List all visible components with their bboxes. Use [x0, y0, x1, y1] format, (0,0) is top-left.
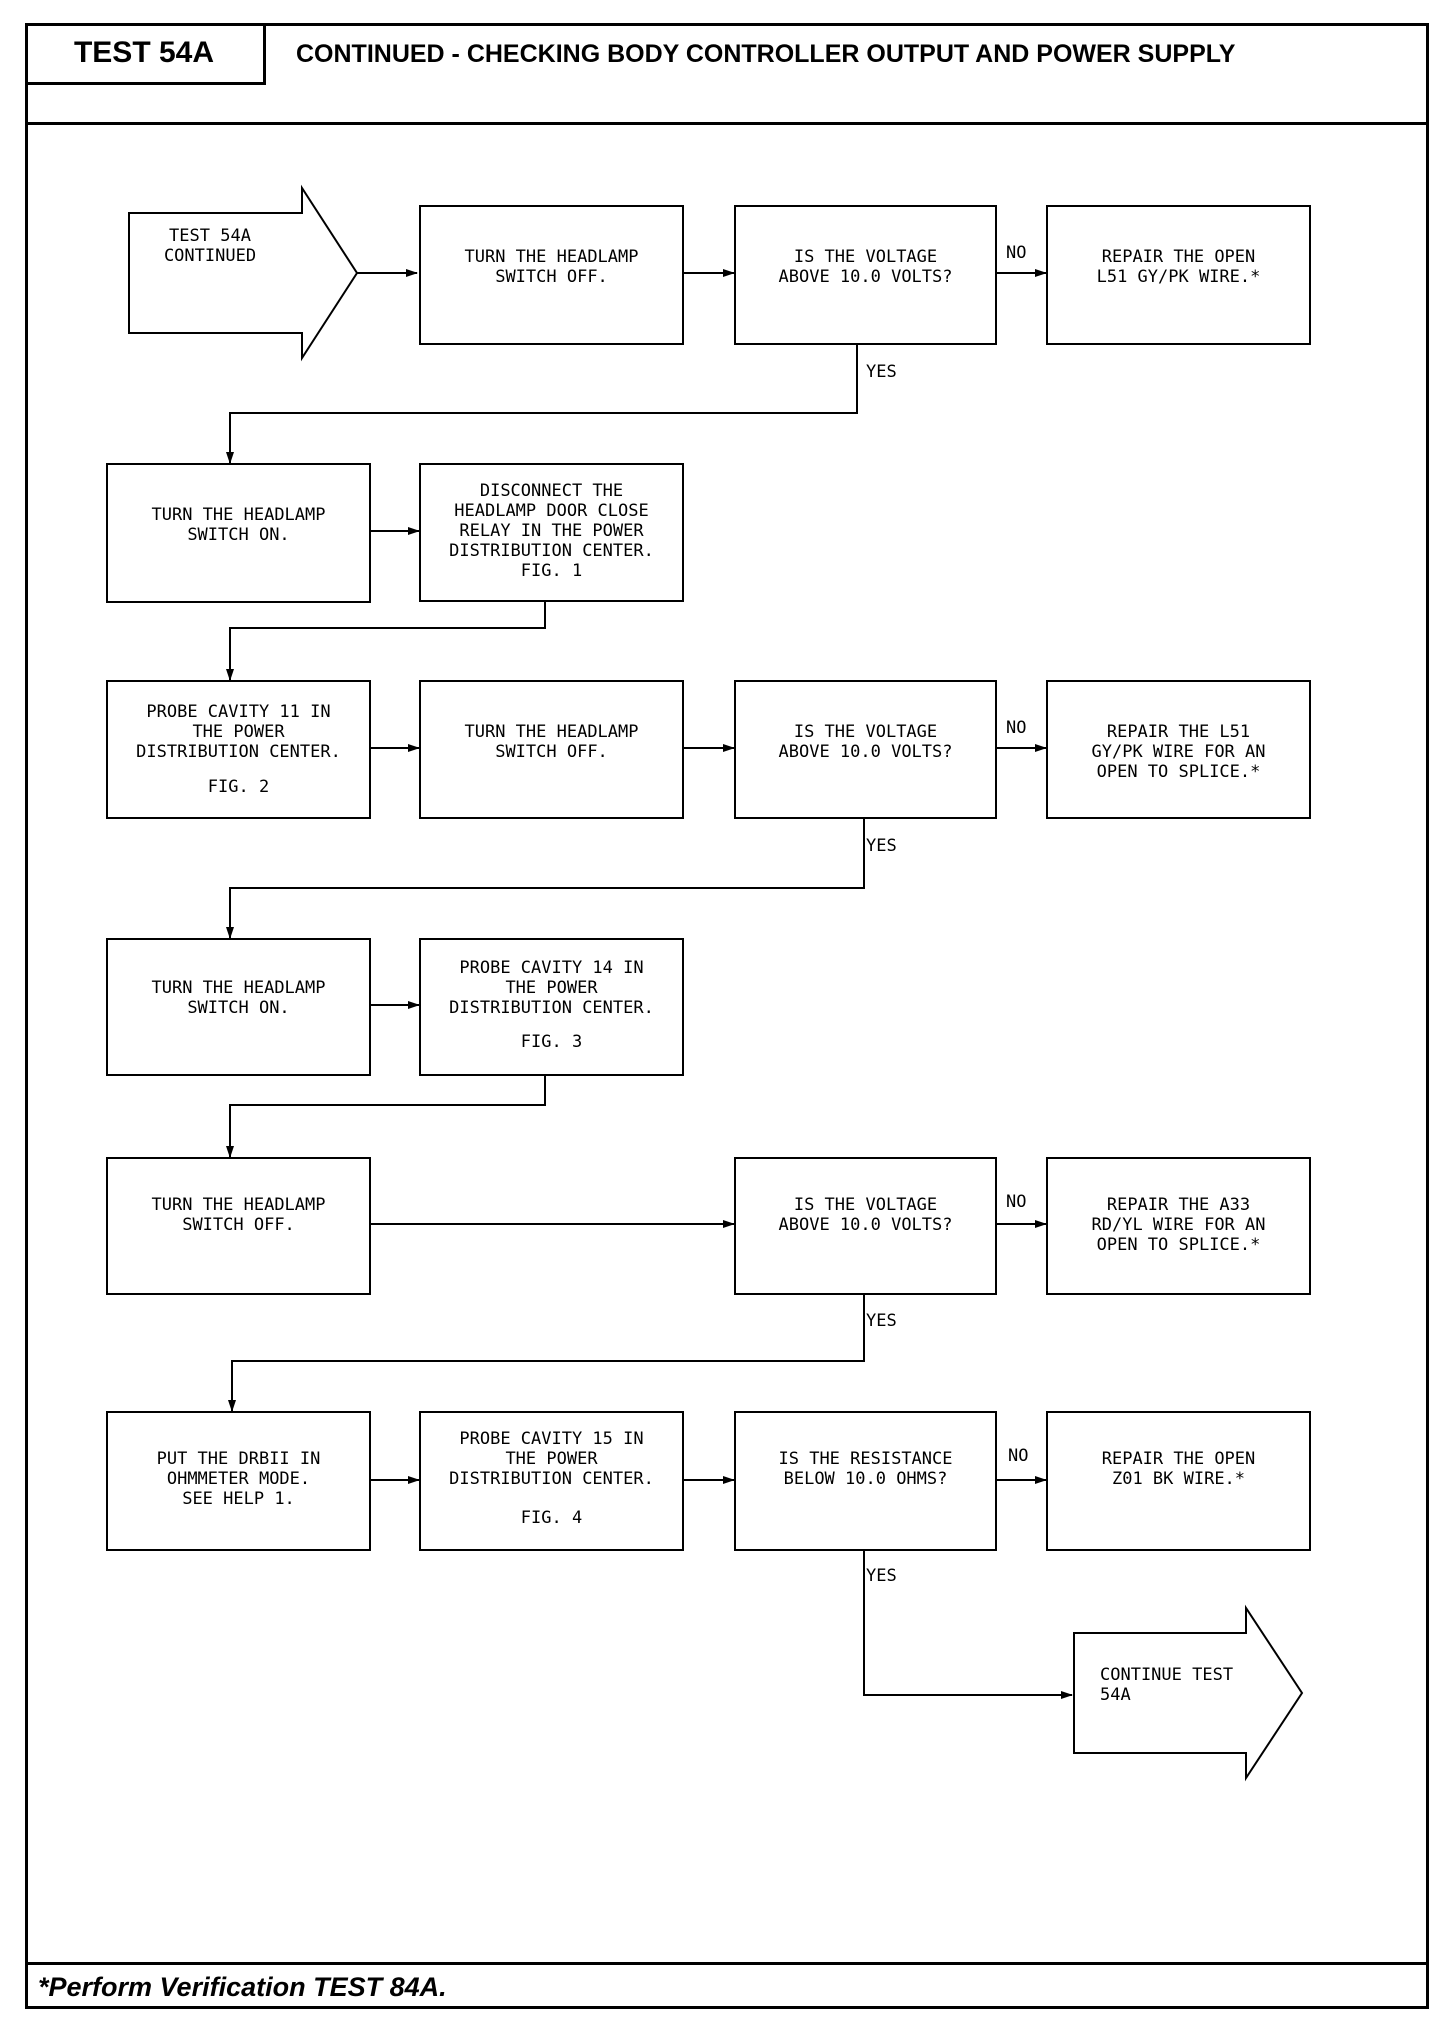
start-arrow-shape	[128, 184, 359, 362]
header-divider	[25, 122, 1429, 125]
step-text: TURN THE HEADLAMP SWITCH ON.	[151, 505, 326, 545]
decision-voltage-above-10: IS THE VOLTAGE ABOVE 10.0 VOLTS?	[734, 205, 997, 345]
repair-a33-wire-splice: REPAIR THE A33 RD/YL WIRE FOR AN OPEN TO…	[1046, 1157, 1311, 1295]
step-text: TURN THE HEADLAMP SWITCH OFF.	[464, 722, 639, 762]
step-turn-headlamp-off: TURN THE HEADLAMP SWITCH OFF.	[419, 680, 684, 819]
yes-label: YES	[866, 836, 897, 856]
step-drbii-ohmmeter-mode: PUT THE DRBII IN OHMMETER MODE. SEE HELP…	[106, 1411, 371, 1551]
step-turn-headlamp-off: TURN THE HEADLAMP SWITCH OFF.	[106, 1157, 371, 1295]
repair-text: REPAIR THE L51 GY/PK WIRE FOR AN OPEN TO…	[1091, 722, 1266, 782]
test-id-label: TEST 54A	[25, 23, 266, 85]
footer-note: *Perform Verification TEST 84A.	[38, 1972, 447, 2002]
page-frame	[25, 23, 1429, 2009]
no-label: NO	[1006, 718, 1027, 738]
step-text: PROBE CAVITY 15 IN THE POWER DISTRIBUTIO…	[449, 1429, 654, 1489]
no-label: NO	[1006, 1192, 1027, 1212]
footer-divider	[25, 1962, 1429, 1965]
decision-text: IS THE VOLTAGE ABOVE 10.0 VOLTS?	[778, 722, 953, 762]
connector	[228, 1295, 865, 1412]
end-arrow-shape	[1073, 1604, 1304, 1782]
connector	[226, 345, 858, 464]
decision-text: IS THE VOLTAGE ABOVE 10.0 VOLTS?	[778, 1195, 953, 1235]
repair-text: REPAIR THE OPEN Z01 BK WIRE.*	[1101, 1449, 1256, 1489]
end-arrow-text: CONTINUE TEST 54A	[1100, 1665, 1234, 1705]
step-text: PROBE CAVITY 11 IN THE POWER DISTRIBUTIO…	[136, 702, 341, 762]
repair-open-l51-wire: REPAIR THE OPEN L51 GY/PK WIRE.*	[1046, 205, 1311, 345]
decision-resistance-below-10: IS THE RESISTANCE BELOW 10.0 OHMS?	[734, 1411, 997, 1551]
repair-text: REPAIR THE A33 RD/YL WIRE FOR AN OPEN TO…	[1091, 1195, 1266, 1255]
connector	[226, 602, 546, 681]
decision-voltage-above-10: IS THE VOLTAGE ABOVE 10.0 VOLTS?	[734, 1157, 997, 1295]
no-label: NO	[1008, 1446, 1029, 1466]
step-text: PUT THE DRBII IN OHMMETER MODE. SEE HELP…	[156, 1449, 321, 1509]
connector	[226, 1076, 546, 1158]
connector	[863, 1551, 1073, 1699]
step-text: TURN THE HEADLAMP SWITCH OFF.	[464, 247, 639, 287]
step-fig-ref: FIG. 4	[520, 1508, 583, 1528]
step-fig-ref: FIG. 3	[520, 1032, 583, 1052]
yes-label: YES	[866, 362, 897, 382]
step-probe-cavity-11: PROBE CAVITY 11 IN THE POWER DISTRIBUTIO…	[106, 680, 371, 819]
decision-voltage-above-10: IS THE VOLTAGE ABOVE 10.0 VOLTS?	[734, 680, 997, 819]
step-probe-cavity-15: PROBE CAVITY 15 IN THE POWER DISTRIBUTIO…	[419, 1411, 684, 1551]
step-text: TURN THE HEADLAMP SWITCH OFF.	[151, 1195, 326, 1235]
step-turn-headlamp-on: TURN THE HEADLAMP SWITCH ON.	[106, 463, 371, 603]
connector	[226, 819, 865, 939]
step-text: PROBE CAVITY 14 IN THE POWER DISTRIBUTIO…	[449, 958, 654, 1018]
no-label: NO	[1006, 243, 1027, 263]
repair-open-z01-wire: REPAIR THE OPEN Z01 BK WIRE.*	[1046, 1411, 1311, 1551]
step-text: TURN THE HEADLAMP SWITCH ON.	[151, 978, 326, 1018]
yes-label: YES	[866, 1311, 897, 1331]
repair-l51-wire-splice: REPAIR THE L51 GY/PK WIRE FOR AN OPEN TO…	[1046, 680, 1311, 819]
yes-label: YES	[866, 1566, 897, 1586]
step-turn-headlamp-on: TURN THE HEADLAMP SWITCH ON.	[106, 938, 371, 1076]
step-text: DISCONNECT THE HEADLAMP DOOR CLOSE RELAY…	[449, 481, 654, 581]
step-disconnect-relay: DISCONNECT THE HEADLAMP DOOR CLOSE RELAY…	[419, 463, 684, 602]
step-turn-headlamp-off: TURN THE HEADLAMP SWITCH OFF.	[419, 205, 684, 345]
step-probe-cavity-14: PROBE CAVITY 14 IN THE POWER DISTRIBUTIO…	[419, 938, 684, 1076]
decision-text: IS THE RESISTANCE BELOW 10.0 OHMS?	[778, 1449, 953, 1489]
start-arrow-text: TEST 54A CONTINUED	[163, 226, 257, 266]
page-title: CONTINUED - CHECKING BODY CONTROLLER OUT…	[296, 40, 1236, 68]
step-fig-ref: FIG. 2	[207, 777, 270, 797]
repair-text: REPAIR THE OPEN L51 GY/PK WIRE.*	[1096, 247, 1261, 287]
decision-text: IS THE VOLTAGE ABOVE 10.0 VOLTS?	[778, 247, 953, 287]
